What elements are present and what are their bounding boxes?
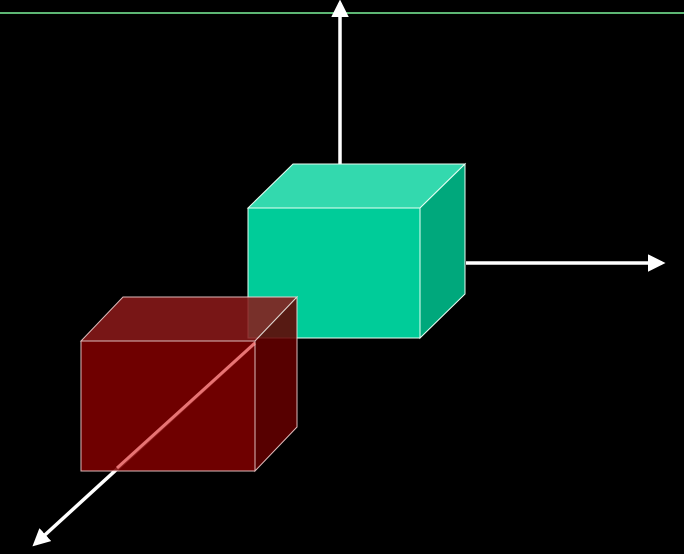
red-box [79, 295, 299, 473]
z-axis-inside-red-box [115, 341, 257, 470]
red-box-front-face [80, 340, 256, 472]
green-box [246, 162, 467, 340]
